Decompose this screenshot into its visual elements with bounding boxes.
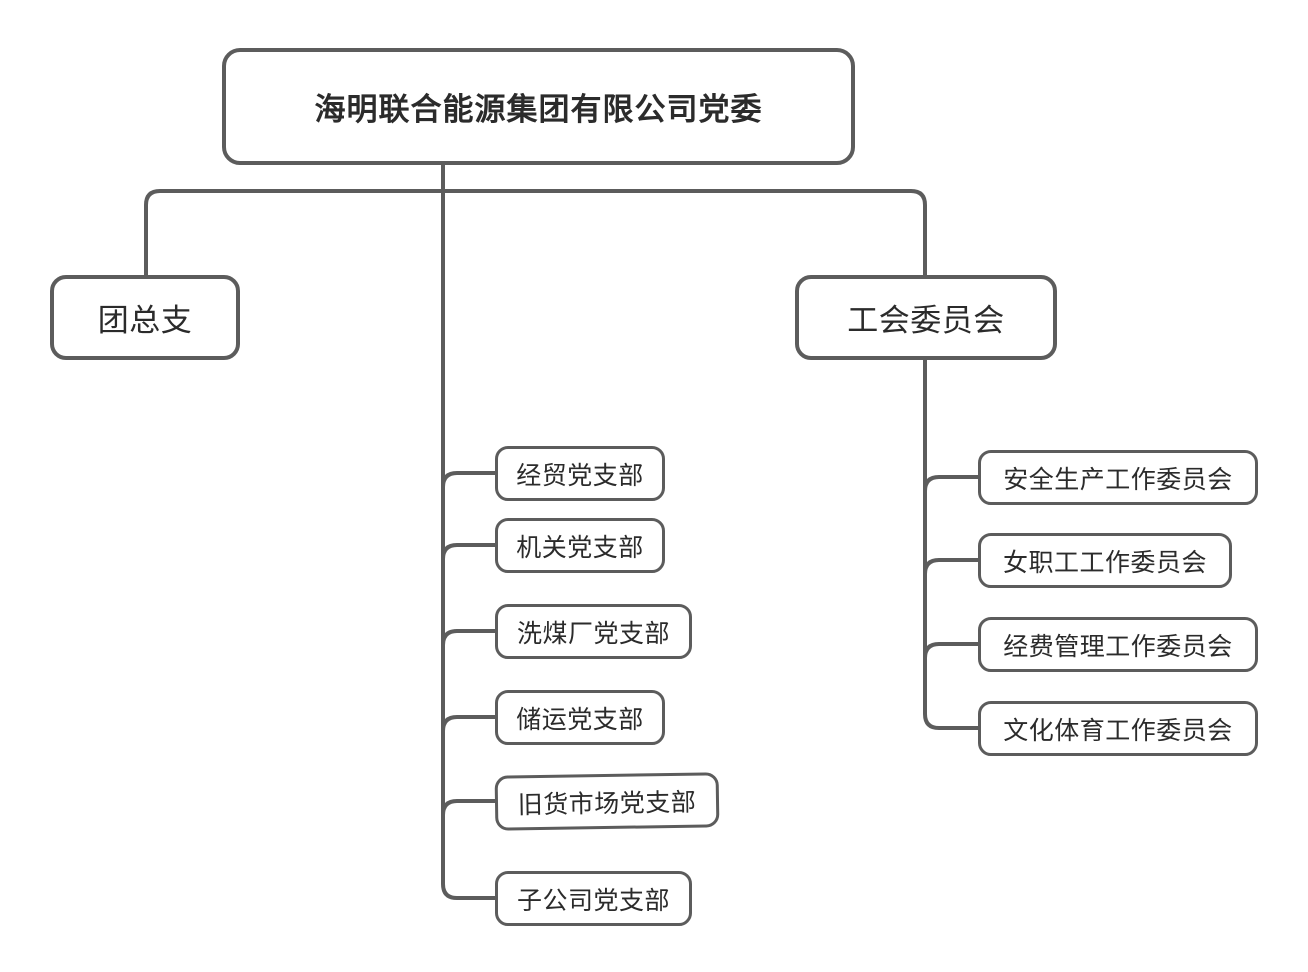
wire-middle-spine (441, 191, 495, 900)
wire-bus-right (443, 189, 927, 275)
node-committee-culture-sports[interactable]: 文化体育工作委员会 (978, 701, 1258, 756)
node-union-committee-label: 工会委员会 (847, 303, 1005, 338)
node-committee-safety-label: 安全生产工作委员会 (1003, 465, 1233, 494)
node-party-branch-ximeichang[interactable]: 洗煤厂党支部 (495, 604, 692, 659)
node-party-branch-jiuhuoshichang-label: 旧货市场党支部 (517, 788, 697, 819)
node-party-branch-ximeichang-label: 洗煤厂党支部 (516, 619, 670, 648)
node-party-branch-zigongsi[interactable]: 子公司党支部 (495, 871, 692, 926)
node-committee-women[interactable]: 女职工工作委员会 (978, 533, 1232, 588)
node-youth-league[interactable]: 团总支 (50, 275, 240, 360)
node-committee-women-label: 女职工工作委员会 (1002, 548, 1207, 577)
node-committee-safety[interactable]: 安全生产工作委员会 (978, 450, 1258, 505)
node-committee-culture-sports-label: 文化体育工作委员会 (1003, 716, 1233, 745)
wire-middle-elbow-3 (441, 629, 495, 646)
wire-right-elbow-2 (923, 558, 978, 575)
node-committee-finance[interactable]: 经费管理工作委员会 (978, 617, 1258, 672)
node-root[interactable]: 海明联合能源集团有限公司党委 (222, 48, 855, 165)
node-party-branch-jiuhuoshichang[interactable]: 旧货市场党支部 (494, 772, 720, 831)
wire-bus-left (144, 189, 443, 275)
node-party-branch-jingmao-label: 经贸党支部 (516, 461, 644, 490)
wire-right-elbow-3 (923, 642, 978, 659)
wire-middle-elbow-1 (441, 471, 495, 488)
node-youth-league-label: 团总支 (97, 303, 193, 338)
wire-middle-elbow-4 (441, 715, 495, 732)
node-union-committee[interactable]: 工会委员会 (795, 275, 1057, 360)
node-party-branch-zigongsi-label: 子公司党支部 (516, 886, 670, 915)
node-committee-finance-label: 经费管理工作委员会 (1003, 632, 1233, 661)
wire-right-elbow-1 (923, 475, 978, 492)
node-party-branch-jiguan[interactable]: 机关党支部 (495, 518, 665, 573)
node-party-branch-jiguan-label: 机关党支部 (516, 533, 644, 562)
node-party-branch-chuyun-label: 储运党支部 (516, 705, 644, 734)
node-party-branch-jingmao[interactable]: 经贸党支部 (495, 446, 665, 501)
wire-middle-elbow-2 (441, 543, 495, 560)
node-root-label: 海明联合能源集团有限公司党委 (314, 92, 763, 127)
wire-middle-elbow-5 (441, 799, 495, 816)
node-party-branch-chuyun[interactable]: 储运党支部 (495, 690, 665, 745)
wire-right-spine (923, 360, 978, 730)
